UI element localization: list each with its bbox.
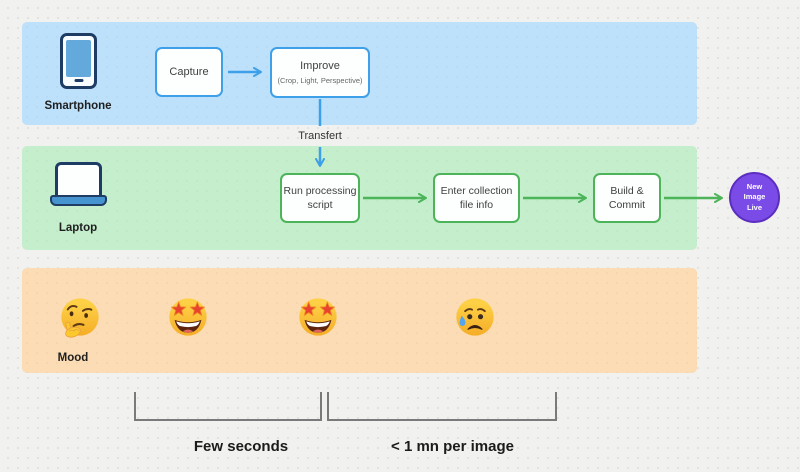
- star-struck-icon-2: [299, 298, 337, 336]
- bracket-few-seconds: [134, 392, 322, 421]
- laptop-base: [50, 195, 107, 206]
- node-enter-info[interactable]: Enter collection file info: [433, 173, 520, 223]
- node-build-commit[interactable]: Build & Commit: [593, 173, 661, 223]
- bracket-per-image: [327, 392, 557, 421]
- smartphone-screen: [66, 40, 91, 77]
- badge-line1: New: [746, 181, 763, 191]
- run-script-line1: Run processing: [283, 184, 357, 197]
- run-script-line2: script: [307, 199, 333, 211]
- thinking-hand: [65, 321, 81, 338]
- build-commit-line2: Commit: [608, 199, 646, 211]
- badge-line3: Live: [746, 202, 762, 212]
- build-commit-line1: Build &: [610, 184, 644, 197]
- node-run-script[interactable]: Run processing script: [280, 173, 360, 223]
- star-struck-icon-1: [169, 298, 207, 336]
- timing-label-per-image: < 1 mn per image: [391, 438, 514, 455]
- smartphone-home-button: [74, 78, 83, 82]
- mood-label: Mood: [57, 352, 89, 364]
- laptop-icon: [55, 162, 102, 198]
- enter-info-line2: file info: [459, 199, 494, 211]
- smartphone-icon: [60, 33, 97, 89]
- laptop-label: Laptop: [58, 222, 98, 234]
- transfer-label: Transfert: [298, 130, 342, 142]
- improve-subtitle: (Crop, Light, Perspective): [277, 75, 363, 85]
- enter-info-line1: Enter collection: [440, 184, 513, 197]
- improve-title: Improve: [300, 60, 340, 73]
- sad-but-relieved-face-icon: [456, 298, 494, 336]
- new-image-live-badge[interactable]: New Image Live: [729, 172, 780, 223]
- thinking-face-icon: [61, 298, 99, 338]
- node-improve[interactable]: Improve (Crop, Light, Perspective): [270, 47, 370, 98]
- smartphone-label: Smartphone: [44, 100, 112, 112]
- capture-label: Capture: [169, 65, 209, 78]
- lane-mood: [22, 268, 697, 373]
- timing-label-few-seconds: Few seconds: [193, 438, 289, 455]
- badge-line2: Image: [743, 192, 766, 202]
- node-capture[interactable]: Capture: [155, 47, 223, 97]
